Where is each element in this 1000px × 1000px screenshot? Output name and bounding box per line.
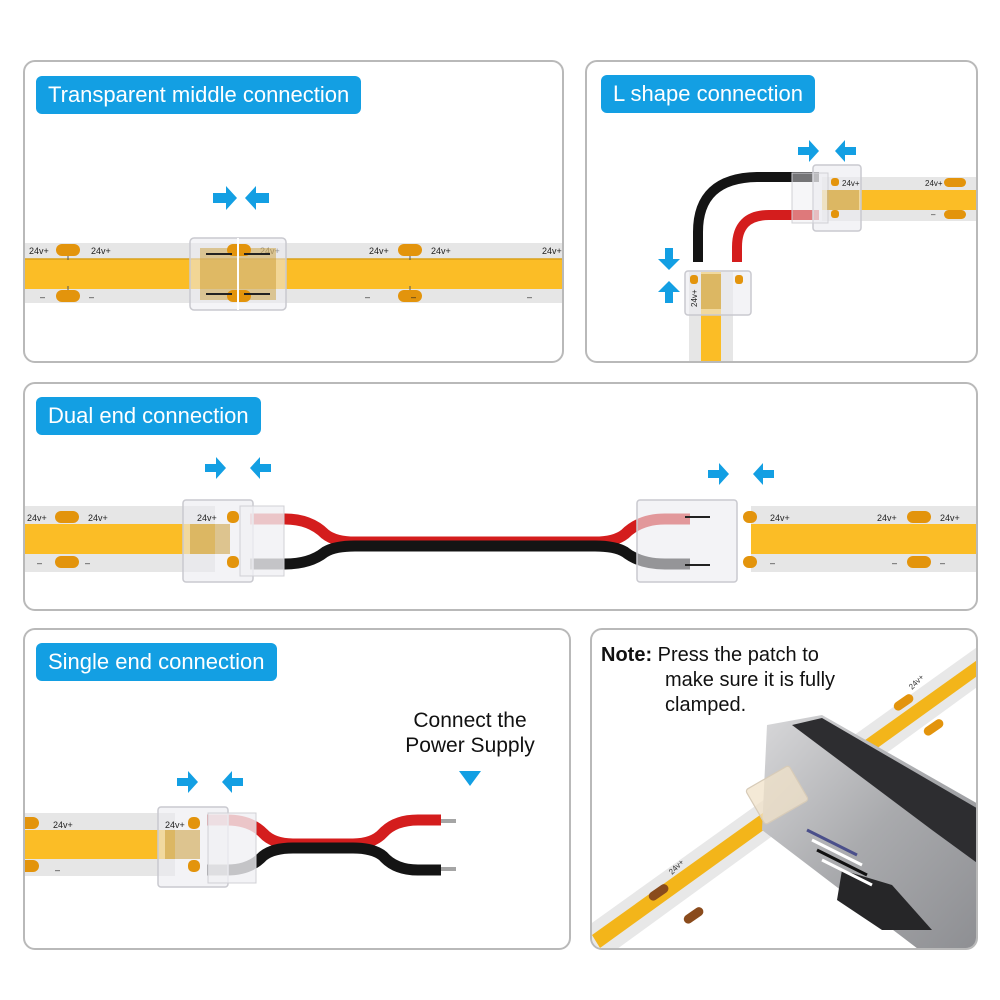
panel-title: Single end connection: [36, 643, 277, 681]
note-text: Note: Press the patch to make sure it is…: [601, 643, 835, 718]
arrow-down-icon: [658, 248, 680, 270]
note-line: make sure it is fully: [665, 669, 836, 691]
panel-transparent-middle-connection: Transparent middle connection 24v+ 24v+ …: [23, 60, 564, 363]
arrow-right-icon: [177, 771, 198, 793]
led-strip-right: 24v+ 24v+ 24v+ – – –: [743, 506, 976, 572]
marking-positive: 24v+: [369, 246, 389, 256]
marking-negative: –: [37, 558, 42, 568]
connector: 24v+: [157, 806, 257, 888]
panel-l-shape-connection: L shape connection 24v+ – 24v+: [585, 60, 978, 363]
marking-positive: 24v+: [690, 289, 699, 307]
clamping-tool: [745, 715, 976, 948]
single-end-diagram: 24v+ – 24v+: [25, 771, 481, 888]
connector-under-clamp: [745, 765, 809, 825]
marking-negative: –: [940, 558, 945, 568]
solder-pad: [56, 290, 80, 302]
marking-positive: 24v+: [431, 246, 451, 256]
arrow-left-icon: [835, 140, 856, 162]
marking-positive: 24v+: [88, 513, 108, 523]
press-arrows: [177, 771, 243, 793]
marking-positive: 24v+: [165, 820, 185, 830]
wire-red: [250, 513, 690, 548]
marking-positive: 24v+: [770, 513, 790, 523]
marking-negative: –: [411, 292, 416, 302]
press-arrows-left: [205, 457, 271, 479]
transparent-middle-connector: [189, 237, 287, 311]
wire-black: [250, 540, 690, 570]
dual-end-diagram: 24v+ 24v+ – – 24v+ 24v+ 24v+ – – –: [25, 457, 976, 583]
marking-negative: –: [527, 292, 532, 302]
marking-positive: 24v+: [940, 513, 960, 523]
connector-right: [636, 499, 738, 583]
l-shape-diagram: 24v+ – 24v+ 24v+: [658, 140, 976, 361]
press-arrows: [213, 186, 269, 210]
marking-positive: 24v+: [877, 513, 897, 523]
callout-line: Connect the: [413, 709, 527, 732]
callout-line: Power Supply: [405, 734, 535, 757]
press-arrows-vertical: [658, 248, 680, 303]
panel-title: Dual end connection: [36, 397, 261, 435]
arrow-left-icon: [250, 457, 271, 479]
arrow-right-icon: [798, 140, 819, 162]
marking-positive: 24v+: [27, 513, 47, 523]
arrow-right-icon: [205, 457, 226, 479]
marking-positive: 24v+: [197, 513, 217, 523]
marking-positive: 24v+: [91, 246, 111, 256]
wire-red: [732, 210, 819, 262]
press-arrows-right: [708, 463, 774, 485]
marking-negative: –: [365, 292, 370, 302]
marking-positive: 24v+: [925, 179, 943, 188]
triangle-down-icon: [459, 771, 481, 786]
led-strip: 24v+ –: [25, 813, 175, 876]
connector-horizontal: 24v+: [791, 164, 862, 232]
marking-negative: –: [892, 558, 897, 568]
panel-dual-end-connection: Dual end connection 24v+ 24v+ – – 24v+ 2…: [23, 382, 978, 611]
strip-light-band: [25, 259, 562, 289]
marking-positive: 24v+: [542, 246, 562, 256]
power-supply-callout: Connect the Power Supply: [385, 708, 555, 758]
marking-negative: –: [40, 292, 45, 302]
note-line: clamped.: [665, 694, 747, 716]
wire-black: [693, 172, 819, 262]
clamping-illustration: 24v+ 24v+: [592, 647, 976, 948]
press-arrows-horizontal: [798, 140, 856, 162]
panel-title: L shape connection: [601, 75, 815, 113]
panel-title: Transparent middle connection: [36, 76, 362, 114]
marking-negative: –: [931, 210, 936, 219]
arrow-right-icon: [213, 186, 237, 210]
arrow-up-icon: [658, 281, 680, 303]
marking-negative: –: [85, 558, 90, 568]
arrow-right-icon: [708, 463, 729, 485]
marking-positive: 24v+: [53, 820, 73, 830]
note-label: Note:: [601, 644, 653, 666]
arrow-left-icon: [245, 186, 269, 210]
panel-note-clamping: 24v+ 24v+ Note: Press the patch to make …: [590, 628, 978, 950]
note-line: Press the patch to: [657, 644, 819, 666]
marking-negative: –: [55, 865, 60, 875]
marking-positive: 24v+: [29, 246, 49, 256]
led-strip: [25, 243, 562, 303]
arrow-left-icon: [222, 771, 243, 793]
solder-pad: [398, 244, 422, 256]
connector-left: 24v+: [182, 499, 285, 583]
solder-pad: [56, 244, 80, 256]
marking-negative: –: [89, 292, 94, 302]
connector-vertical: 24v+: [684, 270, 752, 316]
marking-negative: –: [770, 558, 775, 568]
arrow-left-icon: [753, 463, 774, 485]
transparent-middle-diagram: 24v+ 24v+ 24v+ 24v+ 24v+ 24v+ – – – – –: [25, 186, 562, 311]
panel-single-end-connection: Single end connection Connect the Power …: [23, 628, 571, 950]
marking-positive: 24v+: [842, 179, 860, 188]
solder-pad: [398, 290, 422, 302]
